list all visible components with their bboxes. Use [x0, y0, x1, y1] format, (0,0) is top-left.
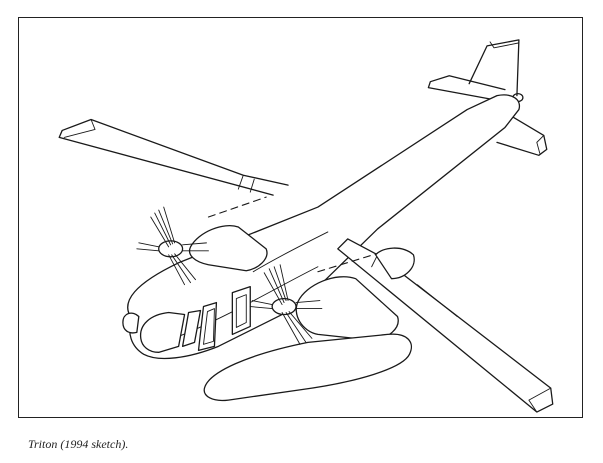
left-engine-nacelle: [188, 196, 268, 272]
right-propeller: [249, 264, 323, 345]
cockpit-windows: [140, 286, 251, 353]
left-propeller: [136, 206, 209, 286]
right-engine-nacelle: [203, 252, 412, 402]
figure-frame: [18, 17, 583, 418]
left-wing: [58, 118, 289, 196]
figure-caption: Triton (1994 sketch).: [28, 437, 129, 451]
aircraft-sketch: [58, 39, 554, 413]
nose-fairing: [122, 312, 140, 334]
wing-fairing: [374, 247, 415, 280]
